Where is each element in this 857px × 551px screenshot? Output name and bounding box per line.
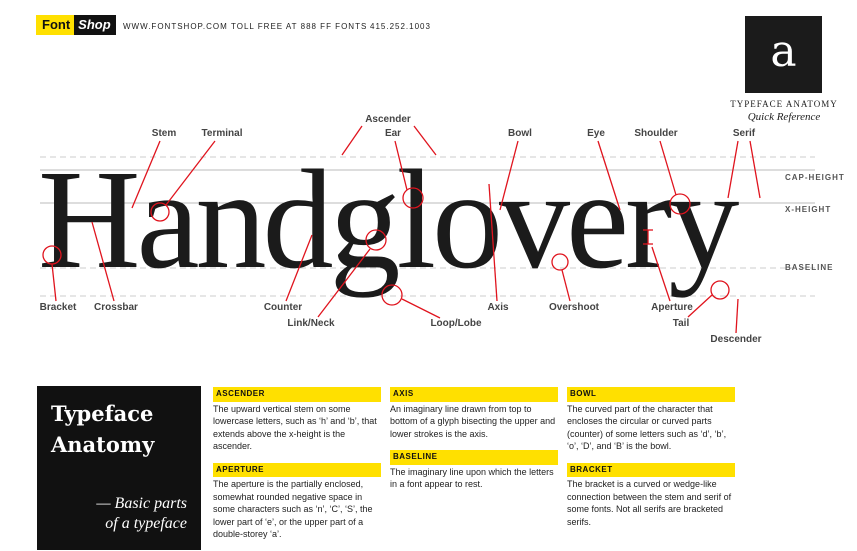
term-heading: APERTURE — [213, 462, 381, 477]
annotation-markers — [42, 125, 761, 334]
panel-subtitle-line2: of a typeface — [105, 515, 187, 532]
label-loop-lobe: Loop/Lobe — [430, 318, 482, 329]
label-counter: Counter — [263, 302, 303, 313]
panel-title-line2: Anatomy — [51, 432, 155, 457]
badge-title: TYPEFACE ANATOMY — [730, 99, 838, 109]
term-heading: BASELINE — [390, 450, 558, 465]
label-aperture: Aperture — [651, 302, 693, 313]
label-ascender: Ascender — [365, 114, 411, 125]
x-height-label: X-HEIGHT — [785, 205, 832, 214]
label-terminal: Terminal — [201, 128, 243, 139]
term-text: The imaginary line upon which the letter… — [390, 466, 554, 490]
label-crossbar: Crossbar — [94, 302, 138, 313]
label-shoulder: Shoulder — [634, 128, 678, 139]
label-serif: Serif — [732, 128, 756, 139]
panel-subtitle: — Basic parts of a typeface — [96, 494, 187, 534]
term-text: An imaginary line drawn from top to bott… — [390, 403, 556, 439]
tollfree-text: TOLL FREE AT 888 FF FONTS — [231, 22, 368, 31]
badge-glyph: a — [770, 26, 797, 77]
anatomy-badge: a — [745, 16, 822, 93]
cap-height-label: CAP-HEIGHT — [785, 173, 845, 182]
logo-shop: Shop — [74, 15, 116, 35]
term-heading: AXIS — [390, 387, 558, 402]
label-bowl: Bowl — [508, 128, 532, 139]
label-link-neck: Link/Neck — [287, 318, 335, 329]
term-text: The aperture is the partially enclosed, … — [213, 479, 373, 539]
label-overshoot: Overshoot — [548, 302, 600, 313]
guide-lines — [40, 156, 815, 297]
website-link[interactable]: WWW.FONTSHOP.COM — [123, 22, 228, 31]
term-heading: BRACKET — [567, 462, 735, 477]
fontshop-logo[interactable]: Font Shop — [36, 15, 116, 35]
panel-subtitle-line1: — Basic parts — [96, 495, 187, 512]
badge-subtitle: Quick Reference — [747, 111, 821, 123]
term-text: The bracket is a curved or wedge-like co… — [567, 479, 732, 527]
label-ear: Ear — [384, 128, 402, 139]
label-eye: Eye — [587, 128, 605, 139]
panel-title-line1: Typeface — [51, 401, 154, 426]
phone-text: 415.252.1003 — [370, 22, 431, 31]
logo-font: Font — [36, 15, 75, 35]
baseline-label: BASELINE — [785, 263, 834, 272]
term-text: The upward vertical stem on some lowerca… — [213, 403, 377, 452]
label-bracket: Bracket — [39, 302, 77, 313]
term-text: The curved part of the character that en… — [567, 403, 727, 452]
label-axis: Axis — [487, 302, 509, 313]
label-descender: Descender — [710, 334, 762, 345]
term-heading: BOWL — [567, 387, 735, 402]
label-stem: Stem — [151, 128, 177, 139]
term-heading: ASCENDER — [213, 387, 381, 402]
label-tail: Tail — [672, 318, 690, 329]
